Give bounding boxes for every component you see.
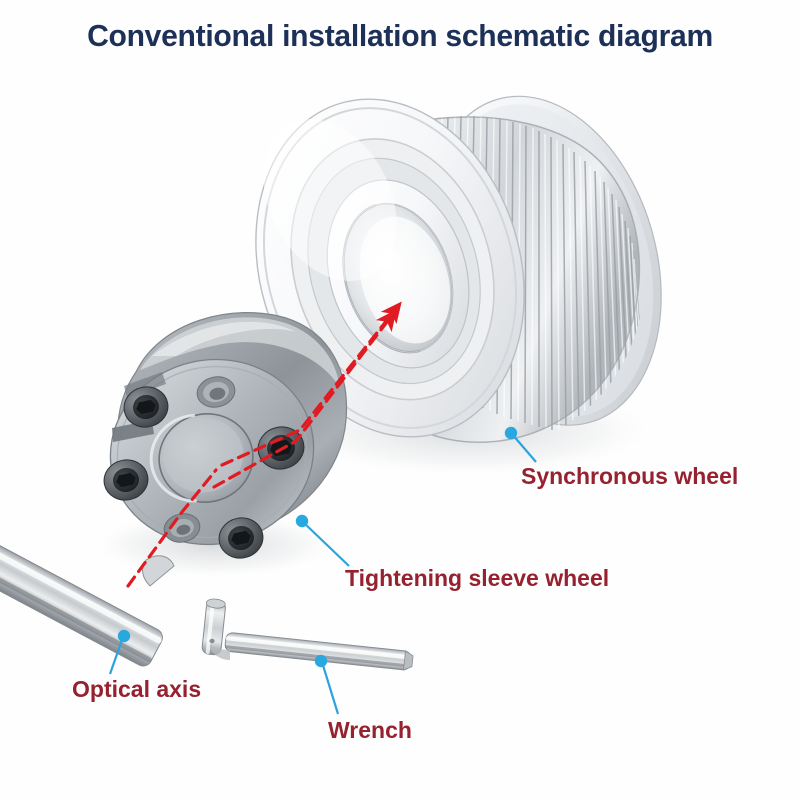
synchronous-wheel-part xyxy=(255,95,662,443)
assembly-arrow-tail xyxy=(126,468,218,588)
label-synchronous-wheel: Synchronous wheel xyxy=(521,463,739,489)
leader-synchronous-wheel xyxy=(504,426,537,463)
pulley-highlight xyxy=(263,119,397,281)
wrench-corner xyxy=(210,644,230,660)
wrench-part xyxy=(201,598,414,671)
callout-leaders xyxy=(108,426,537,715)
wrench-dimple xyxy=(209,638,215,644)
label-optical-axis: Optical axis xyxy=(72,676,202,702)
assembly-arrow-main xyxy=(220,301,402,467)
leader-wrench xyxy=(314,654,340,715)
page-title: Conventional installation schematic diag… xyxy=(87,18,713,53)
sleeve-bore xyxy=(149,413,254,503)
label-tightening-sleeve-wheel: Tightening sleeve wheel xyxy=(345,565,610,591)
leader-optical-axis xyxy=(108,629,131,675)
leader-tightening-sleeve xyxy=(295,514,350,567)
tightening-sleeve-part xyxy=(103,312,348,559)
assembly-arrow-second xyxy=(212,309,397,489)
sleeve-chamfer xyxy=(140,317,340,388)
assembly-direction-arrows xyxy=(126,301,402,588)
label-wrench: Wrench xyxy=(328,717,412,743)
sleeve-highlight xyxy=(152,321,296,356)
optical-axis-part xyxy=(0,533,175,667)
